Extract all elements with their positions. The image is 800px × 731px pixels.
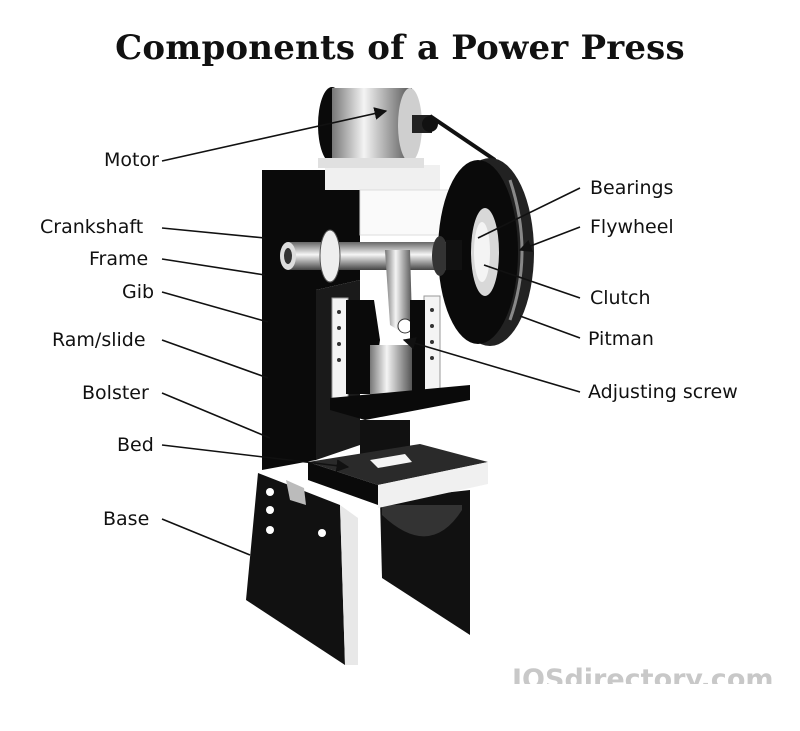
leader-pitman <box>519 315 581 339</box>
label-bolster: Bolster <box>82 382 149 404</box>
leader-bearings <box>477 187 581 239</box>
label-motor: Motor <box>104 149 159 171</box>
base-shape <box>246 473 470 665</box>
leader-clutch <box>483 264 581 299</box>
label-flywheel: Flywheel <box>590 216 674 238</box>
leader-gib <box>161 291 269 323</box>
leader-frame <box>161 258 266 276</box>
pitman-shape <box>385 250 413 334</box>
leader-flywheel <box>518 226 581 252</box>
label-ram-slide: Ram/slide <box>52 329 146 351</box>
leader-base <box>161 518 251 556</box>
bed-shape <box>308 444 488 508</box>
ram-slide-shape <box>346 300 425 395</box>
label-pitman: Pitman <box>588 328 654 350</box>
label-bed: Bed <box>117 434 154 456</box>
page-title: Components of a Power Press <box>115 28 685 68</box>
leader-motor <box>161 107 388 162</box>
label-crankshaft: Crankshaft <box>40 216 144 238</box>
label-frame: Frame <box>89 248 149 270</box>
label-bearings: Bearings <box>590 177 674 199</box>
leader-ram-slide <box>161 339 269 379</box>
watermark: IQSdirectory.com <box>512 664 774 684</box>
leader-bed <box>161 444 350 473</box>
leader-crankshaft <box>161 227 266 239</box>
leader-bolster <box>161 392 271 439</box>
flywheel-shape <box>438 158 534 346</box>
crankshaft-shape <box>280 229 462 283</box>
leader-lines <box>161 107 581 556</box>
label-base: Base <box>103 508 150 530</box>
leader-adjusting-screw <box>402 337 581 393</box>
label-adjusting-screw: Adjusting screw <box>588 381 738 403</box>
motor-shape <box>318 87 497 168</box>
label-gib: Gib <box>122 281 155 303</box>
label-clutch: Clutch <box>590 287 651 309</box>
